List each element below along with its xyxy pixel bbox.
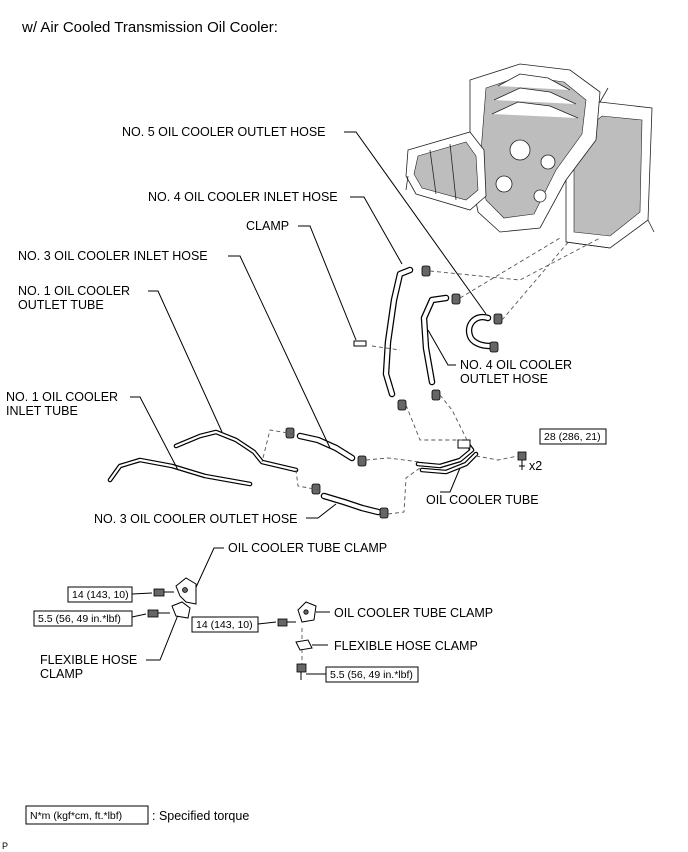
- no1-inlet-tube: [107, 457, 253, 487]
- legend-description: : Specified torque: [152, 809, 249, 823]
- label-no4-outlet-hose-1: NO. 4 OIL COOLER: [460, 358, 572, 372]
- label-no1-outlet-tube-1: NO. 1 OIL COOLER: [18, 284, 130, 298]
- corner-mark: P: [2, 841, 8, 851]
- label-oil-cooler-tube-clamp-right: OIL COOLER TUBE CLAMP: [334, 606, 493, 620]
- no4-inlet-hose: [382, 266, 414, 398]
- label-no3-outlet-hose: NO. 3 OIL COOLER OUTLET HOSE: [94, 512, 298, 526]
- no5-outlet-hose: [465, 313, 494, 350]
- label-no1-inlet-tube-1: NO. 1 OIL COOLER: [6, 390, 118, 404]
- no3-inlet-hose: [296, 432, 356, 462]
- label-flexible-hose-clamp-right: FLEXIBLE HOSE CLAMP: [334, 639, 478, 653]
- right-clamp-assembly: [277, 601, 317, 680]
- legend: N*m (kgf*cm, ft.*lbf) : Specified torque: [25, 805, 249, 825]
- label-no4-outlet-hose-2: OUTLET HOSE: [460, 372, 548, 386]
- torque-box-cooler-tube: 28 (286, 21): [539, 428, 607, 445]
- connection-lines: [261, 237, 601, 666]
- torque-left-upper-text: 14 (143, 10): [72, 589, 129, 601]
- clamp-pin: [353, 340, 367, 347]
- legend-unit-box: N*m (kgf*cm, ft.*lbf): [30, 810, 122, 822]
- torque-box-right-lower: 5.5 (56, 49 in.*lbf): [306, 666, 419, 683]
- left-clamp-assembly: [147, 577, 197, 619]
- torque-left-lower-text: 5.5 (56, 49 in.*lbf): [38, 613, 121, 625]
- no4-outlet-hose: [420, 294, 450, 386]
- label-no3-inlet-hose: NO. 3 OIL COOLER INLET HOSE: [18, 249, 208, 263]
- engine-radiator-illustration: [405, 63, 655, 249]
- no3-outlet-hose: [320, 492, 382, 516]
- torque-box-left-upper: 14 (143, 10): [67, 586, 153, 603]
- leader-lines: [130, 131, 487, 661]
- labels: NO. 5 OIL COOLER OUTLET HOSE NO. 4 OIL C…: [6, 125, 572, 681]
- no1-outlet-tube: [173, 429, 299, 473]
- hose-clips: [285, 265, 503, 519]
- torque-box-right-upper: 14 (143, 10): [191, 616, 277, 633]
- label-no5-outlet-hose: NO. 5 OIL COOLER OUTLET HOSE: [122, 125, 326, 139]
- diagram-title: w/ Air Cooled Transmission Oil Cooler:: [21, 19, 278, 36]
- label-oil-cooler-tube-clamp-left: OIL COOLER TUBE CLAMP: [228, 541, 387, 555]
- label-clamp: CLAMP: [246, 219, 289, 233]
- torque-box-left-lower: 5.5 (56, 49 in.*lbf): [33, 610, 147, 627]
- label-oil-cooler-tube: OIL COOLER TUBE: [426, 493, 539, 507]
- label-no1-inlet-tube-2: INLET TUBE: [6, 404, 78, 418]
- torque-cooler-tube-text: 28 (286, 21): [544, 431, 601, 443]
- label-multiplier: x2: [529, 459, 542, 473]
- label-no1-outlet-tube-2: OUTLET TUBE: [18, 298, 104, 312]
- tube-bolt: [517, 451, 527, 470]
- label-flexible-hose-clamp-left-1: FLEXIBLE HOSE: [40, 653, 137, 667]
- label-flexible-hose-clamp-left-2: CLAMP: [40, 667, 83, 681]
- oil-cooler-tube-assembly: [415, 439, 479, 475]
- torque-right-upper-text: 14 (143, 10): [196, 619, 253, 631]
- label-no4-inlet-hose: NO. 4 OIL COOLER INLET HOSE: [148, 190, 338, 204]
- torque-right-lower-text: 5.5 (56, 49 in.*lbf): [330, 669, 413, 681]
